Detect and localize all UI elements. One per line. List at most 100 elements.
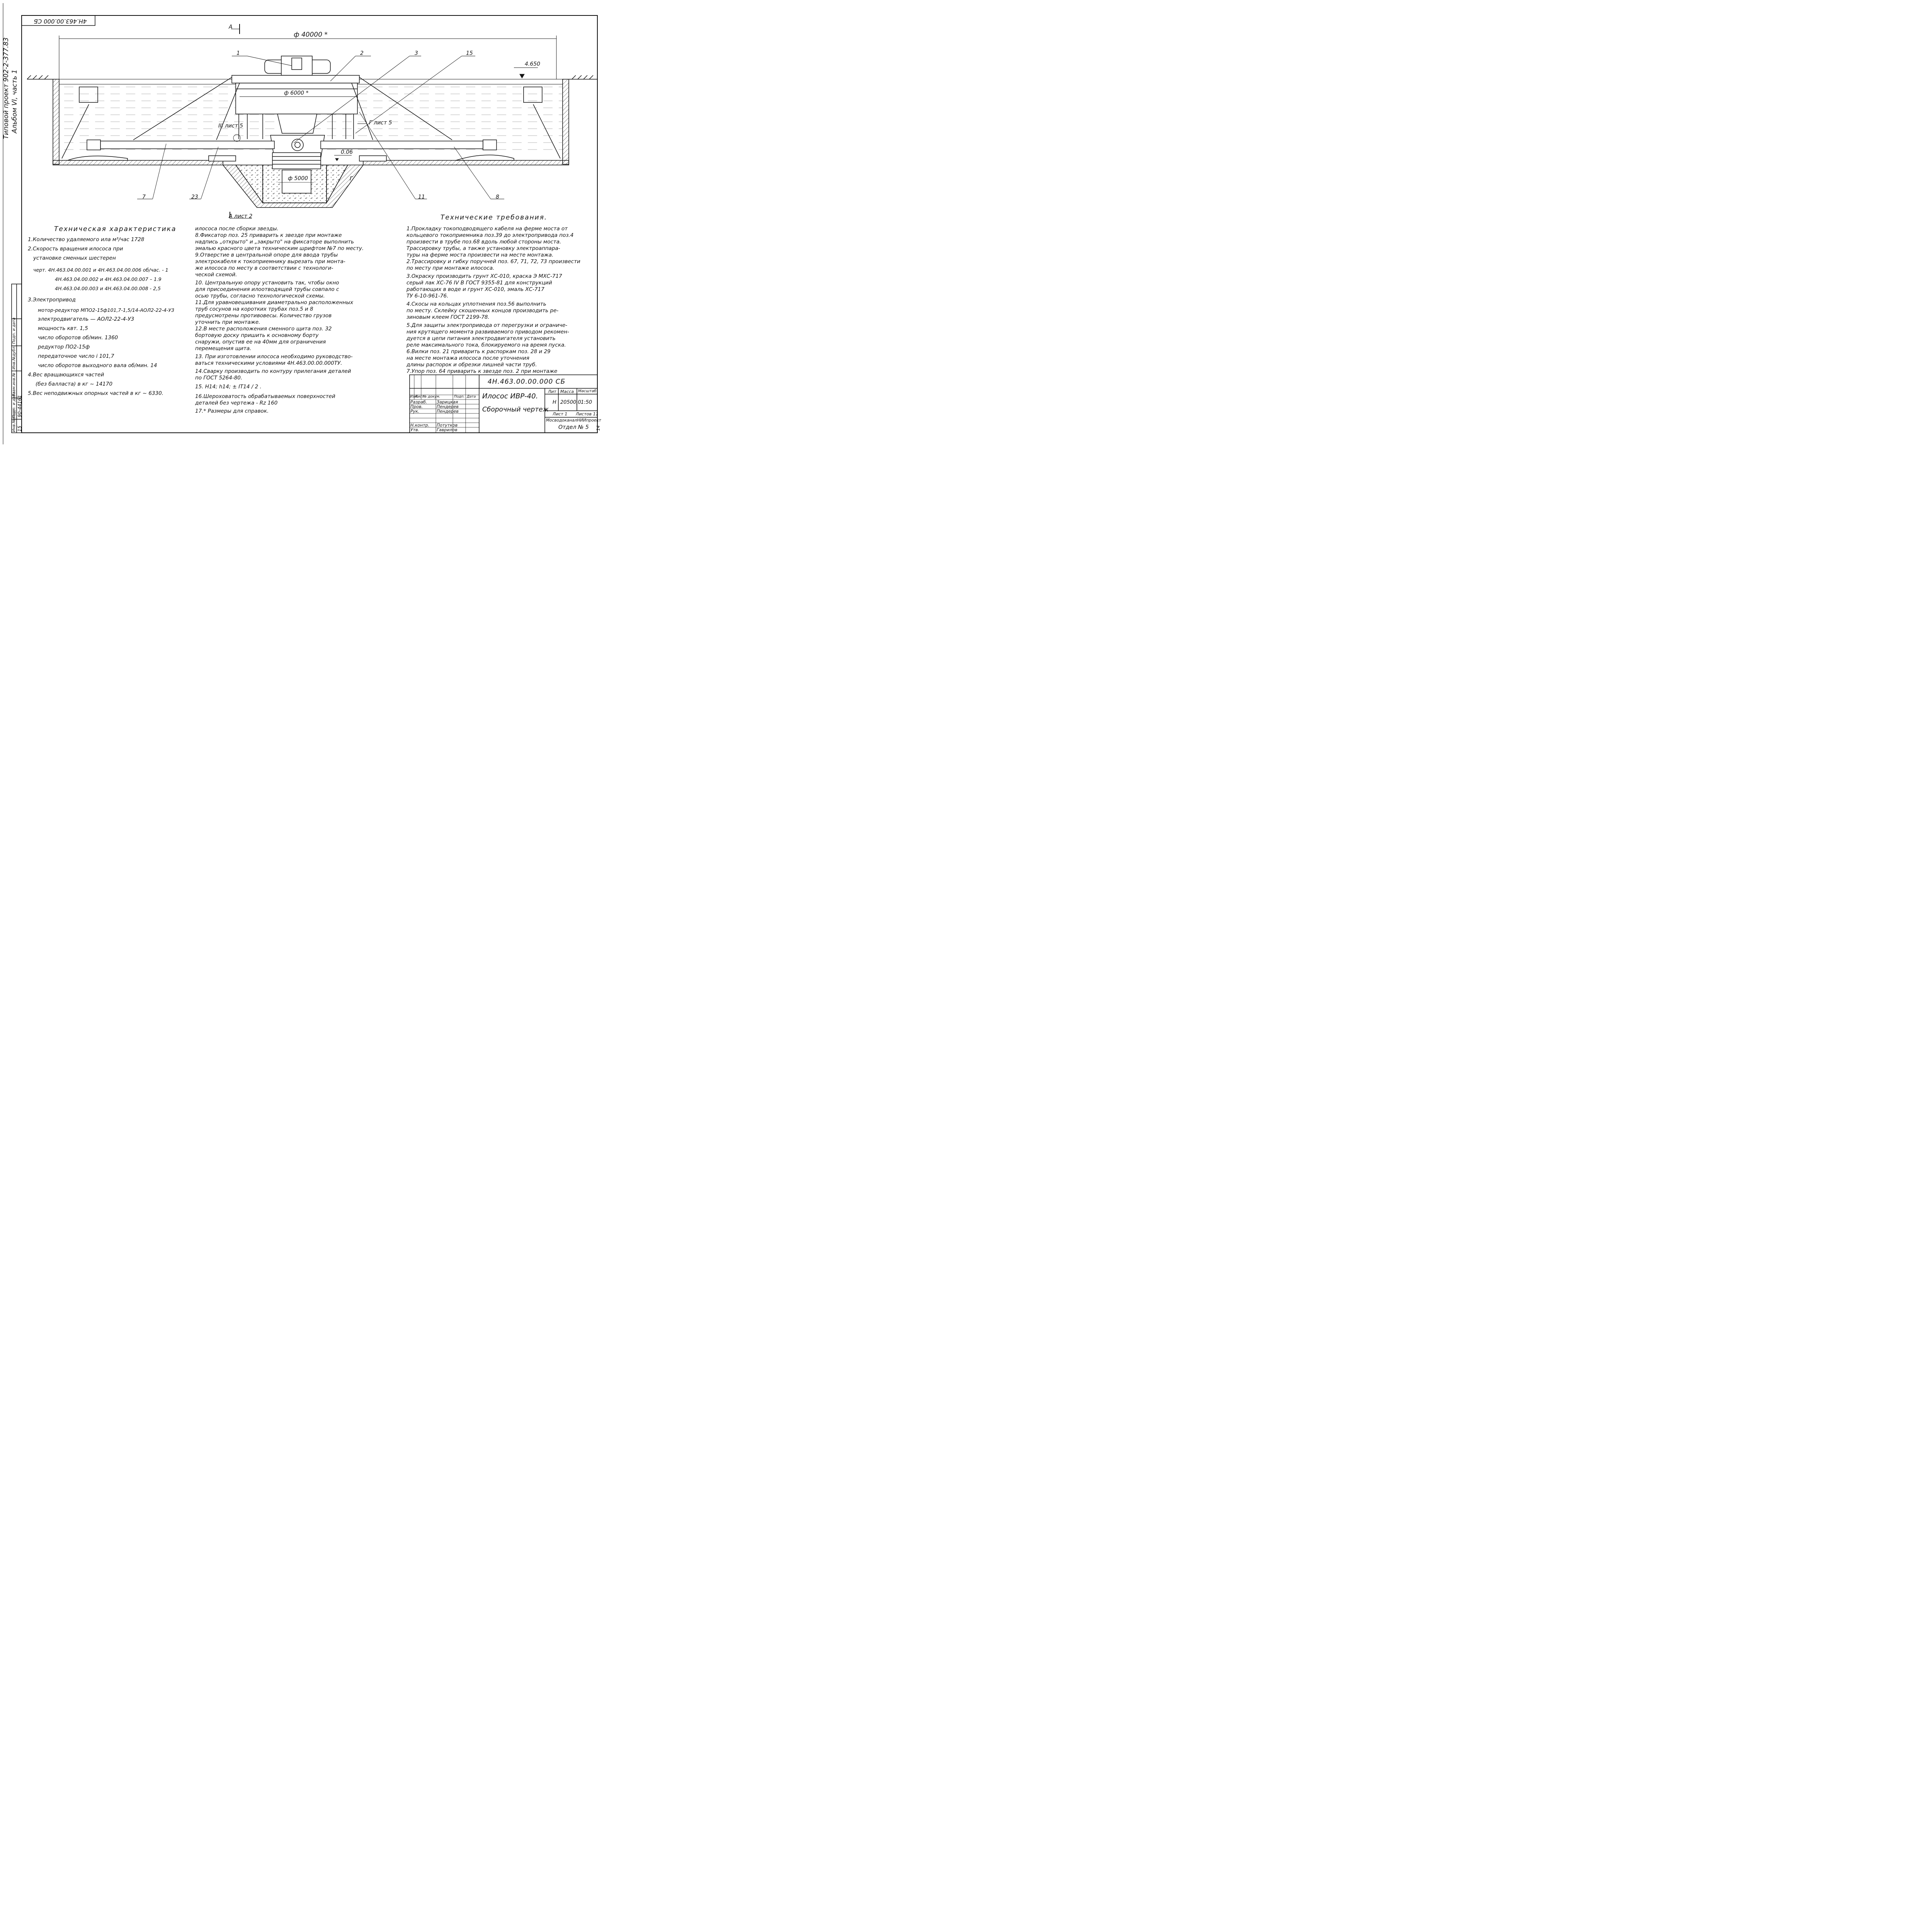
note-line: 10. Центральную опору установить так, чт… [195,280,339,286]
callout-leaders [137,56,504,199]
callout-11: 11 [418,194,425,200]
tb-doc-code: 4Н.463.00.00.000 СБ [488,378,566,386]
tech-char-line: электродвигатель — АОЛ2-22-4-У3 [38,316,134,322]
side-stamp-col-2: Взам.инв.№ [12,372,16,396]
doc-code-top: 4Н.463.00.000 СБ [34,18,87,25]
tb-org: МосводоканалНИИпроект [546,418,601,423]
side-stamp-value-0: 90-44161 [17,395,22,417]
tb-role: Разраб. [410,400,427,405]
tech-char-line: число оборотов об/мин. 1360 [38,335,118,341]
tech-char-line: 4Н.463.04.00.002 и 4Н.463.04.00.007 – 1.… [55,276,162,282]
tech-req-title: Технические требования. [440,214,548,221]
req-line: 5.Для защиты электропривода от перегрузк… [406,322,568,328]
note-line: деталей без чертежа - Rz 160 [195,400,278,406]
tb-role: Утв. [410,427,420,432]
note-line: 16.Шероховатость обрабатываемых поверхно… [195,393,335,400]
tb-col-izm: Изм. [410,395,418,399]
tech-char-line: установке сменных шестерен [33,255,116,261]
dim-outer: ф 40000 * [294,31,328,39]
note-line: уточнить при монтаже. [195,319,260,325]
req-line: дуется в цепи питания электродвигателя у… [406,335,556,342]
req-line: работающих в воде и грунт ХС-010, эмаль … [406,286,544,293]
req-line: Трассировку трубы, а также установку эле… [406,245,560,252]
tb-lit-header: Лит [548,389,556,394]
tb-name-line2: Сборочный чертеж [482,406,549,413]
tb-person: Пендерев [437,409,459,414]
req-line: ТУ 6-10-961-76. [406,293,449,299]
side-stamp-col-4: Подп. и дата [12,317,16,344]
req-line: 6.Вилки поз. 21 приварить к распоркам по… [406,349,551,355]
tb-role: Рук. [410,409,420,414]
note-line: осью трубы, согласно технологической схе… [195,293,325,299]
tech-char-line: редуктор ПО2-15ф [38,344,90,350]
req-line: 2.Трассировку и гибку поручней поз. 67, … [406,259,580,265]
note-line: 9.Отверстие в центральной опоре для ввод… [195,252,338,258]
tech-char-line: черт. 4Н.463.04.00.001 и 4Н.463.04.00.00… [33,267,168,273]
note-line: надпись „открыто" и „закрыто" на фиксато… [195,239,354,245]
central-pit [222,165,364,208]
req-line: на месте монтажа илососа после уточнения [406,355,529,361]
tech-char-list: 1.Количество удаляемого ила м³/час 1728 … [28,236,182,400]
tech-char-line: 1.Количество удаляемого ила м³/час 1728 [28,236,145,243]
tb-person: Пендерев [437,404,459,409]
note-line: илососа после сборки звезды. [195,226,279,232]
tech-char-line: 3.Электропривод [28,297,76,303]
req-line: туры на ферме моста произвести на месте … [406,252,554,258]
tech-char-line: (без балласта) в кг ~ 14170 [36,381,112,387]
note-line: эмалью красного цвета техническим шрифто… [195,245,364,252]
assembly-drawing [3,3,598,444]
tb-mass-header: Масса [560,389,574,394]
note-line: перемещения щита. [195,345,252,352]
callout-23: 23 [191,194,198,200]
req-line: произвести в трубе поз.68 вдоль любой ст… [406,239,561,245]
tech-char-line: 4.Вес вращающихся частей [28,372,104,378]
view-a-sheet: А лист 2 [229,213,253,219]
note-line: 12.В месте расположения сменного щита по… [195,326,332,332]
dim-inner: ф 6000 * [284,90,309,96]
callout-8: 8 [496,194,499,200]
tech-char-line: передаточное число i 101,7 [38,353,114,359]
note-line: ческой схемой. [195,272,237,278]
note-line: труб сосунов на коротких трубах поз.5 и … [195,306,313,312]
notes-middle: илососа после сборки звезды. 8.Фиксатор … [195,226,396,415]
rotor [67,56,514,169]
tech-char-line: 5.Вес неподвижных опорных частей в кг ~ … [28,390,163,396]
req-line: 4.Скосы на кольцах уплотнения поз.56 вып… [406,301,546,307]
req-line: 1.Прокладку токоподводящего кабеля на фе… [406,226,568,232]
tb-col-date: Дата [467,395,476,399]
note-line: предусмотрены противовесы. Количество гр… [195,313,332,319]
note-line: 11.Для уравновешивания диаметрально расп… [195,299,354,306]
note-line: 14.Сварку производить по контуру прилега… [195,368,351,374]
tb-person: Гаврилов [437,427,457,432]
tb-name-line1: Илосос ИВР-40. [482,392,538,400]
side-stamp-grid [11,15,95,433]
callout-7: 7 [142,194,146,200]
tb-person: Зарицкая [437,400,458,405]
level-bottom: 0.06 [341,149,353,155]
tb-mass: 20500,0 [560,400,581,405]
callout-3: 3 [415,50,418,56]
section-g-sheet: Г лист 5 [369,120,392,126]
level-top: 4.650 [525,61,541,67]
note-line: для присоединения илоотводящей трубы сов… [195,286,339,293]
tb-scale-header: Масштаб [578,389,597,393]
req-line: реле максимального тока, блокируемого на… [406,342,566,348]
callout-15: 15 [466,50,473,56]
req-line: 3.Окраску производить грунт ХС-010, крас… [406,273,562,279]
tb-role: Н.контр. [410,423,430,428]
tb-col-doc: № докум. [423,395,440,399]
note-line: по ГОСТ 5264-80. [195,375,243,381]
tb-scale: 1:50 [581,400,592,405]
tb-col-sign: Подп. [454,395,465,399]
dim-pit: ф 5000 [288,175,308,182]
req-line: по месту. Склейку скошенных концов произ… [406,308,559,314]
req-line: по месту при монтаже илососа. [406,265,495,271]
tech-char-line: мотор-редуктор МПО2-15ф101,7-1,5/14-АОЛ2… [38,307,175,313]
tb-role: Пров. [410,404,423,409]
section-g: Г [350,176,353,182]
note-line: снаружи, опустив ее на 40мм для ограниче… [195,339,326,345]
callout-1: 1 [236,50,240,56]
note-line: 8.Фиксатор поз. 25 приварить к звезде пр… [195,232,342,238]
tech-req-list: 1.Прокладку токоподводящего кабеля на фе… [406,226,596,375]
side-title-line1: Типовой проект 902-2-377.83 [2,37,10,139]
